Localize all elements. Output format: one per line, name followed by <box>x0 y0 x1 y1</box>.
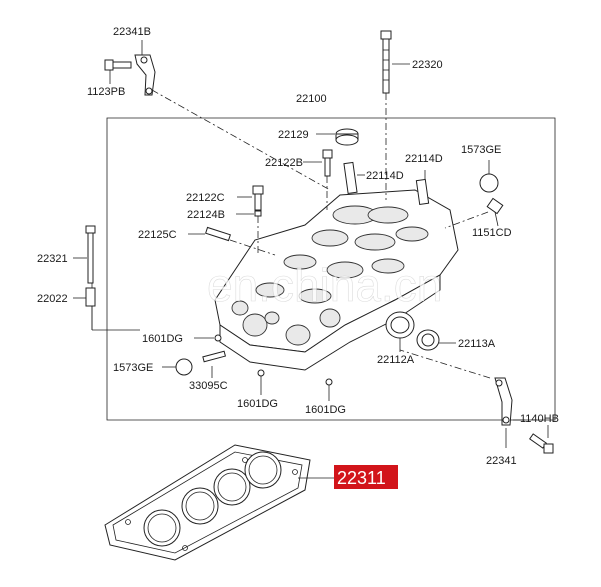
label-1573ge-a: 1573GE <box>461 144 501 156</box>
assembly-outline <box>106 117 556 421</box>
label-22125c: 22125C <box>138 229 177 241</box>
plug-1601dg-a <box>194 334 222 342</box>
label-22122b: 22122B <box>265 157 303 169</box>
plug-1601dg-c <box>325 378 333 401</box>
label-22022: 22022 <box>37 293 68 305</box>
bracket-22341b <box>104 40 331 191</box>
label-1123pb: 1123PB <box>87 86 125 98</box>
label-1601dg-b: 1601DG <box>237 398 278 410</box>
stud-22125c <box>188 226 276 256</box>
seal-22113a <box>416 329 456 351</box>
dowel-22022 <box>73 287 140 331</box>
part-labels: 22341B 1123PB 22320 22100 22129 22122B 2… <box>37 26 559 467</box>
label-33095c: 33095C <box>189 380 228 392</box>
bolt-1140hb <box>529 425 554 454</box>
label-22341b: 22341B <box>113 26 151 38</box>
label-22129: 22129 <box>278 129 309 141</box>
gasket-22311 <box>104 444 338 561</box>
label-1573ge-b: 1573GE <box>113 362 153 374</box>
stud-22122b <box>303 149 333 210</box>
cylinder-head <box>214 189 459 371</box>
plug-1601dg-b <box>257 369 265 395</box>
bolt-22320 <box>380 30 410 200</box>
watermark: en.china.cn <box>207 259 442 311</box>
bolt-22321 <box>73 225 96 284</box>
stud-33095c <box>202 350 227 378</box>
label-22114d-a: 22114D <box>405 153 443 165</box>
label-22321: 22321 <box>37 253 68 265</box>
bolt-22122c <box>237 185 264 211</box>
plug-1573ge-bottom <box>162 358 193 376</box>
label-1601dg-a: 1601DG <box>142 333 183 345</box>
bracket-22341 <box>399 349 525 448</box>
label-22122c: 22122C <box>186 192 225 204</box>
cap-22129 <box>316 128 359 146</box>
highlight-label: 22311 <box>337 468 386 488</box>
plug-1573ge-top <box>479 160 499 193</box>
label-1140hb: 1140HB <box>520 413 559 425</box>
label-1601dg-c: 1601DG <box>305 404 346 416</box>
bolt-1151cd <box>444 197 504 229</box>
label-22100: 22100 <box>296 93 327 105</box>
label-22124b: 22124B <box>187 209 225 221</box>
tubes-22114d <box>343 161 430 206</box>
label-22114d-b: 22114D <box>366 170 404 182</box>
label-22341: 22341 <box>486 455 517 467</box>
label-1151cd: 1151CD <box>472 227 512 239</box>
highlight-22311: 22311 <box>334 465 398 489</box>
seal-22112a <box>385 311 415 352</box>
highlight-box <box>334 465 398 489</box>
label-22320: 22320 <box>412 59 443 71</box>
washer-22124b <box>236 210 262 255</box>
label-22113a: 22113A <box>458 338 496 350</box>
label-22112a: 22112A <box>377 354 415 366</box>
